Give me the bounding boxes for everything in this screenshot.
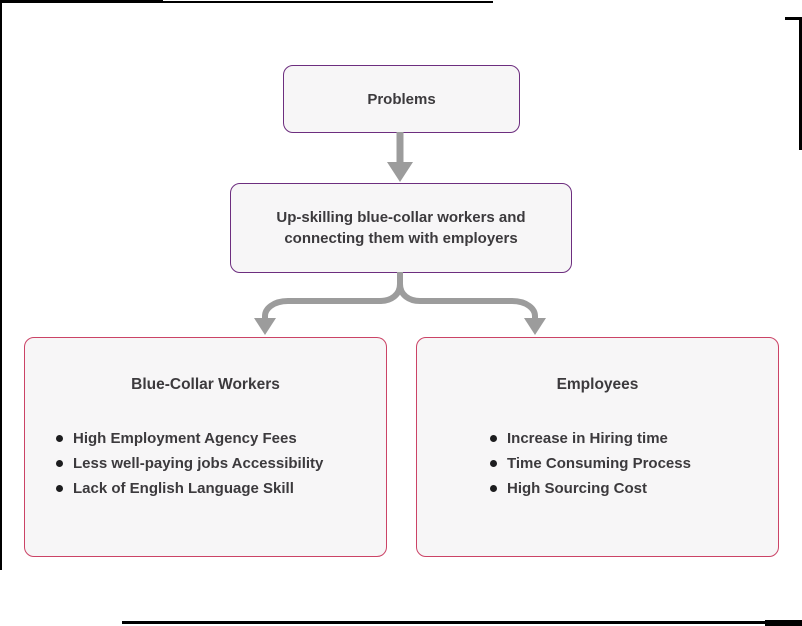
bullet-icon <box>56 485 63 492</box>
frame-bottom-line <box>122 621 802 624</box>
node-problems: Problems <box>283 65 520 133</box>
branch-item-list: Increase in Hiring time Time Consuming P… <box>417 426 778 501</box>
node-blue-collar-workers: Blue-Collar Workers High Employment Agen… <box>24 337 387 557</box>
list-item-label: Increase in Hiring time <box>507 430 668 447</box>
list-item: Less well-paying jobs Accessibility <box>56 451 386 476</box>
branch-title: Blue-Collar Workers <box>131 376 280 393</box>
frame-right-line <box>799 17 802 150</box>
branch-title: Employees <box>556 376 639 393</box>
bullet-icon <box>56 460 63 467</box>
frame-top-line-thick <box>0 0 163 3</box>
list-item: High Employment Agency Fees <box>56 426 386 451</box>
branch-connector-icon <box>254 272 546 335</box>
frame-left-line <box>0 0 2 570</box>
list-item: High Sourcing Cost <box>490 476 778 501</box>
node-statement: Up-skilling blue-collar workers and conn… <box>230 183 572 273</box>
list-item: Increase in Hiring time <box>490 426 778 451</box>
list-item-label: Less well-paying jobs Accessibility <box>73 455 324 472</box>
bullet-icon <box>490 435 497 442</box>
node-statement-label: Up-skilling blue-collar workers and conn… <box>276 209 526 247</box>
list-item: Time Consuming Process <box>490 451 778 476</box>
frame-bottom-line-end <box>765 620 802 626</box>
branch-item-list: High Employment Agency Fees Less well-pa… <box>25 426 386 501</box>
list-item-label: High Employment Agency Fees <box>73 430 297 447</box>
frame-top-line-thin <box>163 1 493 3</box>
list-item: Lack of English Language Skill <box>56 476 386 501</box>
bullet-icon <box>490 460 497 467</box>
bullet-icon <box>490 485 497 492</box>
node-problems-label: Problems <box>367 90 436 108</box>
arrow-down-icon <box>387 132 413 182</box>
frame-right-tick <box>785 17 802 20</box>
list-item-label: High Sourcing Cost <box>507 480 647 497</box>
node-employees: Employees Increase in Hiring time Time C… <box>416 337 779 557</box>
list-item-label: Time Consuming Process <box>507 455 691 472</box>
list-item-label: Lack of English Language Skill <box>73 480 294 497</box>
bullet-icon <box>56 435 63 442</box>
